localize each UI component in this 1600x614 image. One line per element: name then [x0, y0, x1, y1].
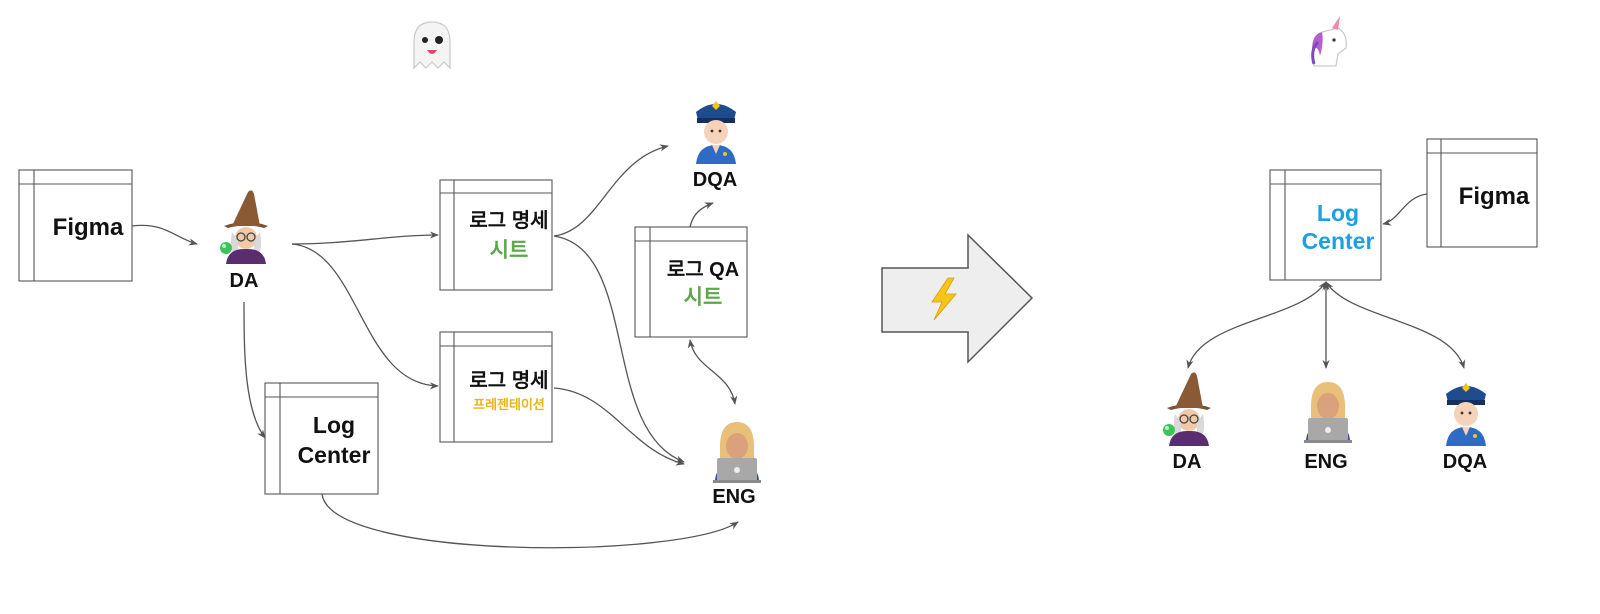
log-center-line2: Center [298, 442, 371, 468]
hub-log-center-box: Log Center [1269, 169, 1382, 281]
spec-presentation-line1: 로그 명세 [469, 369, 548, 392]
eng-actor-right: ENG [1304, 382, 1352, 473]
left-edges [131, 144, 739, 549]
edge-hub-dqa [1325, 281, 1466, 369]
eng-actor: ENG [712, 422, 761, 508]
qa-sheet-line2: 시트 [684, 286, 723, 309]
right-edges [1186, 193, 1466, 369]
hub-log-center-line1: Log [1317, 200, 1359, 226]
log-center-box: Log Center [264, 382, 379, 495]
spec-sheet-line2: 시트 [490, 239, 529, 262]
figma-label-right: Figma [1459, 183, 1530, 210]
mage-icon [1162, 371, 1212, 447]
edge-figma-to-da [131, 224, 198, 246]
right-panel: Log Center Figma DA ENG DQA [1162, 16, 1538, 473]
lightning-icon [931, 277, 957, 321]
da-label-right: DA [1173, 451, 1202, 473]
police-officer-icon [1446, 383, 1486, 446]
figma-box: Figma [18, 169, 133, 282]
police-officer-icon [696, 101, 736, 164]
spec-sheet-box: 로그 명세 시트 [439, 179, 553, 291]
dqa-label-right: DQA [1443, 451, 1487, 473]
spec-presentation-line2: 프레젠테이션 [473, 397, 545, 412]
qa-sheet-box: 로그 QA 시트 [634, 226, 748, 338]
left-panel: Figma DA 로그 명세 시트 로그 명세 프레젠테이션 [18, 21, 761, 549]
edge-da-to-spec-sheet [291, 231, 439, 245]
edge-spec-sheet-to-eng [553, 235, 685, 463]
transition-arrow [881, 233, 1034, 364]
mage-icon [219, 189, 269, 265]
edge-hub-da [1186, 281, 1327, 369]
dqa-actor-right: DQA [1443, 383, 1487, 473]
da-actor: DA [219, 189, 269, 292]
dqa-label: DQA [693, 169, 737, 191]
ghost-icon [413, 21, 451, 70]
eng-label-right: ENG [1304, 451, 1347, 473]
da-label: DA [230, 270, 259, 292]
log-center-line1: Log [313, 412, 355, 438]
edge-spec-sheet-to-dqa [553, 144, 669, 237]
eng-label: ENG [712, 486, 755, 508]
edge-spec-presentation-to-eng [553, 387, 685, 466]
edge-log-center-to-eng [321, 493, 739, 549]
edge-da-to-spec-presentation [291, 243, 439, 390]
qa-sheet-line1: 로그 QA [667, 259, 739, 281]
figma-box-right: Figma [1426, 138, 1538, 248]
technologist-icon [1304, 382, 1352, 443]
edge-figma-to-hub [1382, 193, 1428, 226]
dqa-actor: DQA [693, 101, 737, 191]
figma-label: Figma [53, 214, 124, 241]
edge-qa-sheet-eng-bidirectional [687, 339, 738, 405]
technologist-icon [713, 422, 761, 483]
spec-sheet-line1: 로그 명세 [469, 209, 548, 232]
unicorn-icon [1311, 16, 1347, 67]
edge-da-to-log-center [243, 301, 266, 439]
hub-log-center-line2: Center [1302, 228, 1375, 254]
spec-presentation-box: 로그 명세 프레젠테이션 [439, 331, 553, 443]
edge-qa-sheet-to-dqa [689, 202, 714, 228]
da-actor-right: DA [1162, 371, 1212, 473]
